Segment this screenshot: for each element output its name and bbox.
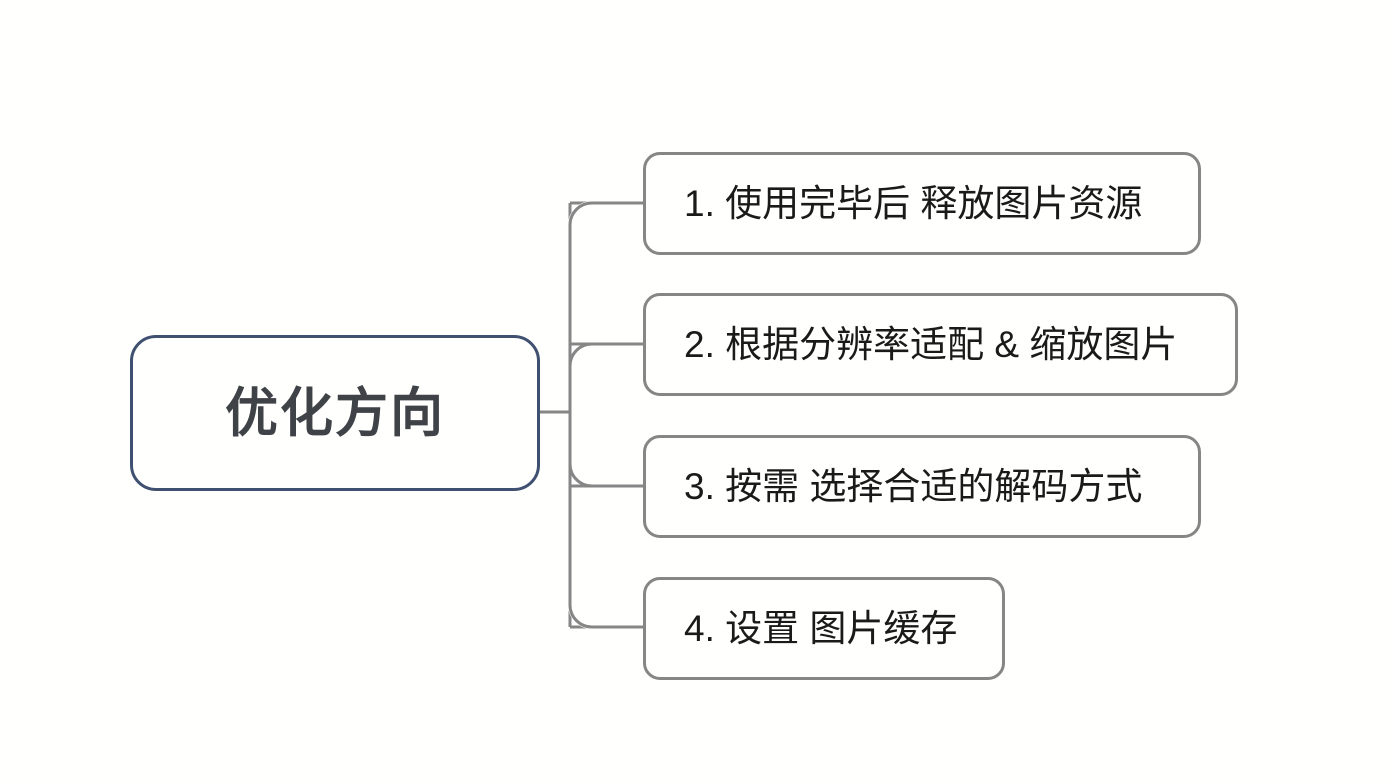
- connector-corner-bottom-stroke: [568, 604, 593, 629]
- child-node-1-label: 1. 使用完毕后 释放图片资源: [684, 183, 1143, 224]
- connector-corner-top: [568, 201, 593, 226]
- child-node-4[interactable]: 4. 设置 图片缓存: [643, 577, 1005, 680]
- connector-corner-bottom: [568, 604, 593, 629]
- child-node-2-label: 2. 根据分辨率适配 & 缩放图片: [684, 324, 1178, 365]
- child-node-2[interactable]: 2. 根据分辨率适配 & 缩放图片: [643, 293, 1238, 396]
- connector-corner-mid-lower: [568, 463, 593, 488]
- root-node[interactable]: 优化方向: [130, 335, 540, 491]
- child-node-1[interactable]: 1. 使用完毕后 释放图片资源: [643, 152, 1201, 255]
- child-node-3[interactable]: 3. 按需 选择合适的解码方式: [643, 435, 1201, 538]
- child-node-3-label: 3. 按需 选择合适的解码方式: [684, 466, 1143, 507]
- root-node-label: 优化方向: [225, 383, 445, 443]
- connector-corner-top-stroke: [568, 201, 593, 226]
- child-node-4-label: 4. 设置 图片缓存: [684, 608, 958, 649]
- connector-corner-mid-upper: [568, 342, 593, 367]
